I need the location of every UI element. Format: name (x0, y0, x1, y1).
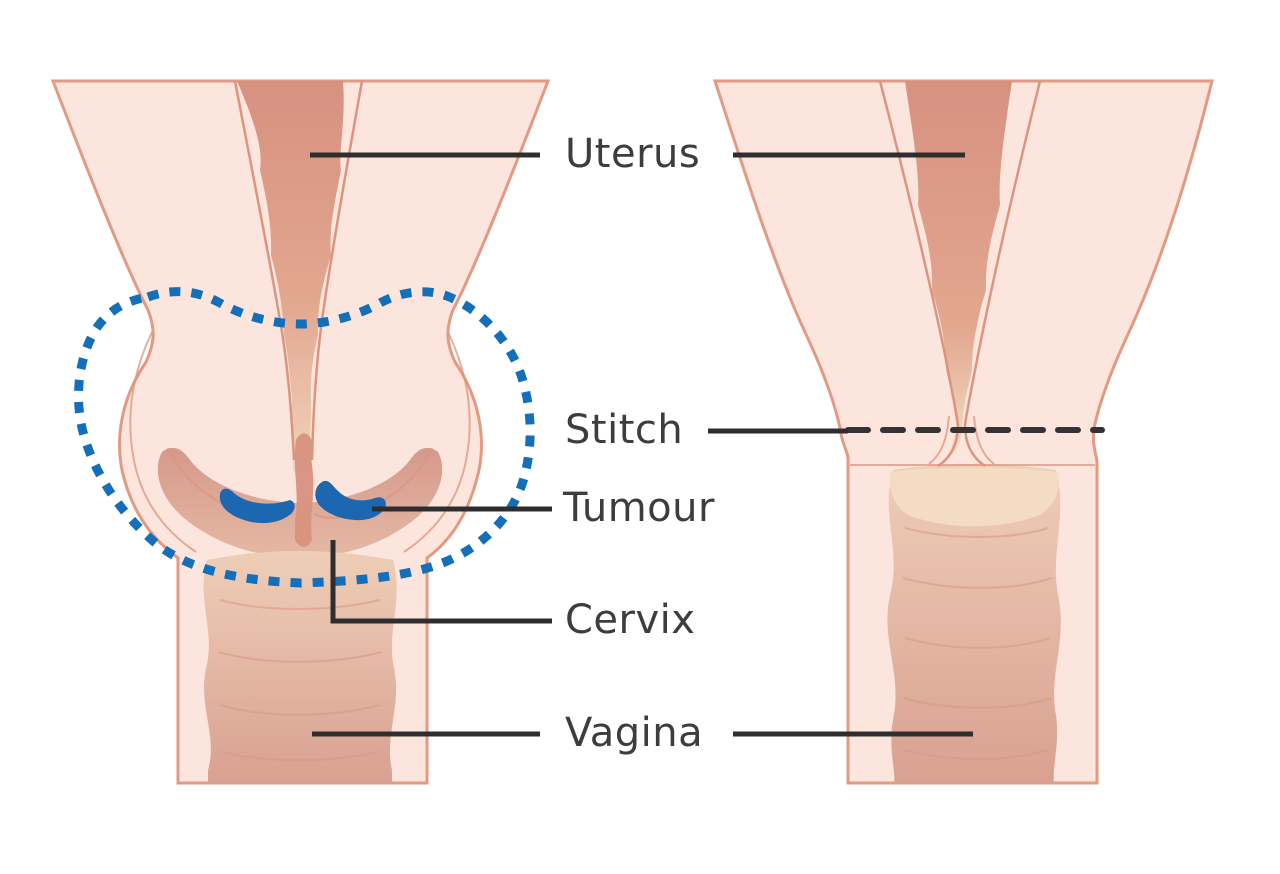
uterine-wall-line-left (233, 80, 296, 461)
vaginal-ruga-line (221, 751, 379, 762)
vaginal-ruga-line (219, 599, 381, 610)
pointer-lines (310, 152, 973, 737)
cervix-label: Cervix (565, 597, 696, 644)
vaginal-vault-highlight (889, 467, 1060, 527)
uterus-label: Uterus (565, 131, 701, 178)
cervix-pointer-elbow (330, 540, 552, 624)
canal-flare-right (973, 415, 995, 465)
vaginal-ruga-line (902, 697, 1053, 709)
vaginal-ruga-line (219, 704, 381, 716)
uterine-cavity-post (905, 81, 1012, 455)
vaginal-ruga-line (904, 749, 1049, 760)
tumour-right-blob (315, 480, 386, 521)
cervical-canal (294, 433, 314, 547)
excision-dotted-path (74, 287, 535, 588)
stitch-label: Stitch (565, 407, 684, 454)
vagina-label: Vagina (565, 710, 704, 757)
vaginal-ruga-line (904, 637, 1051, 649)
vaginal-ruga-line (217, 651, 383, 663)
tumour-label: Tumour (563, 485, 715, 532)
cervix-region (157, 447, 443, 558)
uterine-wall-line-right (310, 80, 364, 461)
vaginal-ruga-line (904, 527, 1049, 538)
uterine-wall-line-right-post (963, 80, 1042, 468)
lobe-contour-right (403, 331, 471, 553)
post-surgery-figure (712, 79, 1214, 785)
pre-surgery-figure (50, 79, 551, 785)
vagina-interior (203, 551, 397, 783)
tumour-left-blob (219, 488, 295, 524)
uterine-wall-line-left-post (878, 80, 960, 468)
uterine-cavity (237, 81, 344, 474)
lobe-contour-left (129, 331, 197, 553)
canal-flare-left (928, 415, 950, 465)
vaginal-ruga-line (902, 577, 1053, 589)
